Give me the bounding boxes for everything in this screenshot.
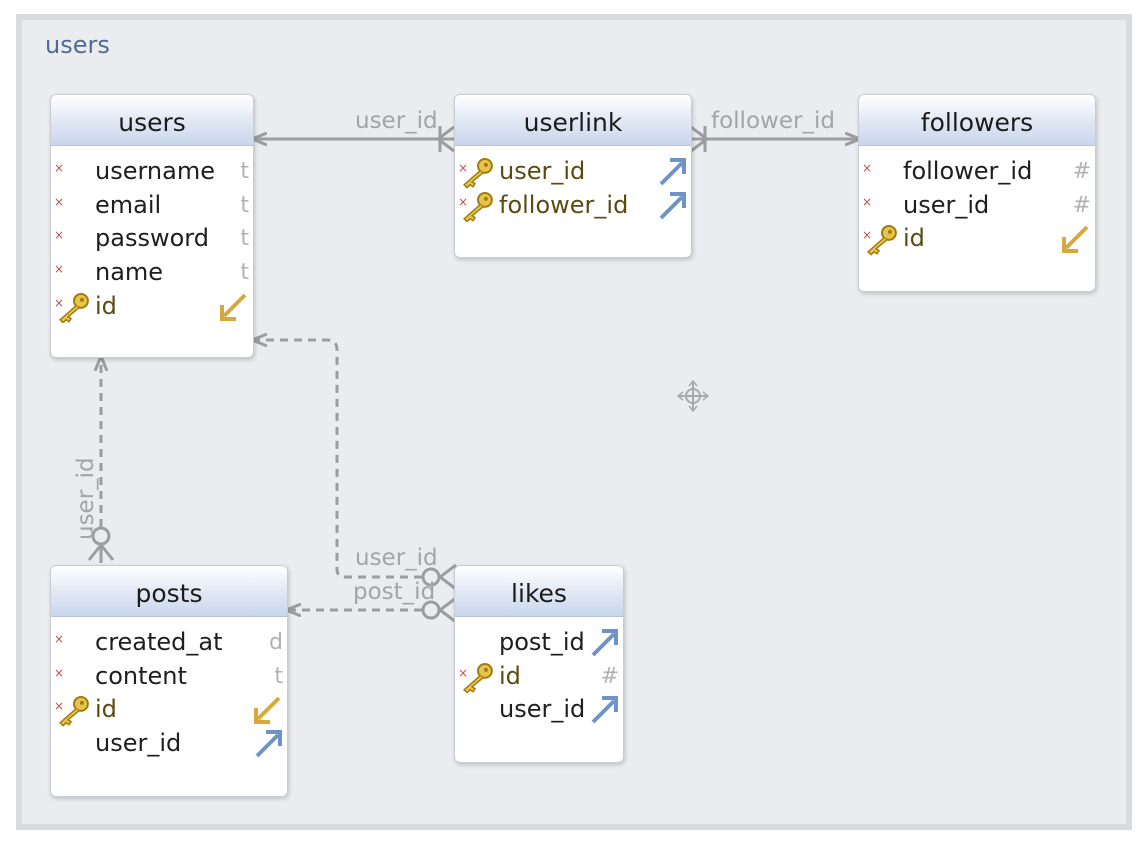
relation-label-userlink-users: user_id bbox=[355, 108, 438, 134]
entity-likes[interactable]: likes post_id × id # user_id bbox=[454, 565, 624, 763]
move-handle-icon[interactable] bbox=[677, 380, 709, 412]
field-type: t bbox=[240, 260, 249, 286]
not-null-icon: × bbox=[54, 632, 65, 646]
field-likes-id[interactable]: × id # bbox=[455, 660, 623, 694]
entity-posts[interactable]: posts × created_at d × content t × id us… bbox=[50, 565, 288, 797]
diagram-title: users bbox=[45, 31, 110, 59]
field-followers-follower_id[interactable]: × follower_id # bbox=[859, 155, 1095, 189]
field-type: d bbox=[269, 630, 283, 655]
entity-title-followers: followers bbox=[859, 95, 1095, 146]
not-null-icon: × bbox=[54, 161, 65, 175]
field-name: email bbox=[95, 190, 162, 219]
relation-userlink-users[interactable]: user_id bbox=[252, 108, 455, 153]
not-null-icon: × bbox=[862, 161, 873, 175]
relation-likes-posts[interactable]: post_id bbox=[286, 579, 457, 624]
primary-key-icon bbox=[59, 292, 89, 324]
relation-userlink-followers[interactable]: follower_id bbox=[690, 108, 860, 153]
field-name: id bbox=[95, 291, 117, 320]
not-null-icon: × bbox=[54, 295, 65, 310]
entity-title-userlink: userlink bbox=[455, 95, 691, 146]
relation-label-posts-users: user_id bbox=[73, 457, 99, 540]
field-name: user_id bbox=[499, 157, 586, 185]
field-name: content bbox=[95, 661, 187, 690]
field-name: user_id bbox=[499, 695, 586, 724]
field-followers-id[interactable]: × id bbox=[859, 222, 1095, 257]
field-posts-id[interactable]: × id bbox=[51, 693, 287, 728]
field-userlink-user_id[interactable]: × user_id bbox=[455, 155, 691, 189]
relation-label-userlink-followers: follower_id bbox=[711, 108, 835, 134]
field-likes-post_id[interactable]: post_id bbox=[455, 626, 623, 660]
primary-key-icon bbox=[463, 157, 493, 189]
primary-key-icon bbox=[59, 696, 89, 728]
field-type: # bbox=[1072, 159, 1091, 184]
field-name: user_id bbox=[95, 729, 182, 758]
field-name: password bbox=[95, 224, 209, 253]
field-type: # bbox=[600, 663, 619, 689]
field-posts-user_id[interactable]: user_id bbox=[51, 727, 287, 761]
relation-label-likes-posts: post_id bbox=[353, 579, 435, 605]
not-null-icon: × bbox=[458, 194, 469, 209]
field-type: t bbox=[240, 226, 249, 252]
field-type: t bbox=[274, 663, 283, 689]
not-null-icon: × bbox=[458, 161, 469, 175]
not-null-icon: × bbox=[54, 194, 65, 209]
field-name: follower_id bbox=[903, 157, 1033, 185]
not-null-icon: × bbox=[54, 228, 65, 243]
field-likes-user_id[interactable]: user_id bbox=[455, 693, 623, 727]
field-posts-content[interactable]: × content t bbox=[51, 660, 287, 694]
entity-title-likes: likes bbox=[455, 566, 623, 617]
not-null-icon: × bbox=[458, 665, 469, 680]
entity-followers[interactable]: followers × follower_id # × user_id # × … bbox=[858, 94, 1096, 292]
not-null-icon: × bbox=[54, 699, 65, 714]
entity-title-users: users bbox=[51, 95, 253, 146]
field-users-password[interactable]: × password t bbox=[51, 222, 253, 256]
field-followers-user_id[interactable]: × user_id # bbox=[859, 189, 1095, 223]
field-users-id[interactable]: × id bbox=[51, 290, 253, 324]
field-name: follower_id bbox=[499, 190, 629, 219]
entity-users[interactable]: users × username t × email t × password … bbox=[50, 94, 254, 358]
field-userlink-follower_id[interactable]: × follower_id bbox=[455, 189, 691, 223]
entity-title-posts: posts bbox=[51, 566, 287, 617]
field-type: # bbox=[1072, 192, 1091, 218]
field-name: created_at bbox=[95, 628, 223, 656]
field-name: username bbox=[95, 157, 215, 185]
entity-userlink[interactable]: userlink × user_id × follower_id bbox=[454, 94, 692, 258]
not-null-icon: × bbox=[54, 262, 65, 277]
field-posts-created_at[interactable]: × created_at d bbox=[51, 626, 287, 660]
primary-key-icon bbox=[463, 191, 493, 223]
field-users-email[interactable]: × email t bbox=[51, 189, 253, 223]
not-null-icon: × bbox=[862, 194, 873, 209]
relation-posts-users[interactable]: user_id bbox=[73, 356, 115, 563]
field-name: name bbox=[95, 258, 164, 287]
field-users-name[interactable]: × name t bbox=[51, 256, 253, 290]
relation-likes-users[interactable]: user_id bbox=[252, 340, 457, 591]
field-users-username[interactable]: × username t bbox=[51, 155, 253, 189]
field-name: id bbox=[499, 661, 521, 690]
primary-key-icon bbox=[867, 225, 897, 257]
relation-label-likes-users: user_id bbox=[355, 545, 438, 571]
field-name: user_id bbox=[903, 190, 990, 219]
primary-key-icon bbox=[463, 662, 493, 694]
field-name: id bbox=[95, 695, 117, 724]
field-name: id bbox=[903, 224, 925, 253]
field-type: t bbox=[240, 192, 249, 218]
not-null-icon: × bbox=[54, 665, 65, 680]
field-name: post_id bbox=[499, 628, 585, 656]
field-type: t bbox=[240, 159, 249, 184]
not-null-icon: × bbox=[862, 228, 873, 243]
